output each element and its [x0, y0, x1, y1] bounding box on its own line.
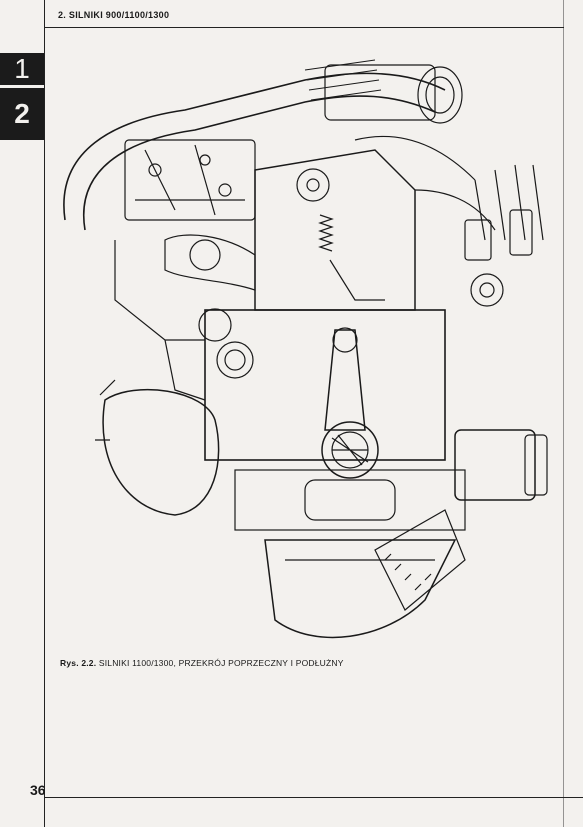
- figure-caption-ref: Rys. 2.2.: [60, 658, 97, 668]
- footer-rule: [44, 797, 583, 798]
- chapter-tab-1: 1: [0, 53, 44, 85]
- running-header: 2. SILNIKI 900/1100/1300: [58, 10, 170, 20]
- page-number: 36: [30, 782, 46, 798]
- page-edge-line: [563, 0, 564, 827]
- tab-separator: [0, 85, 44, 88]
- figure-caption: Rys. 2.2. SILNIKI 1100/1300, PRZEKRÓJ PO…: [60, 658, 344, 668]
- engine-cross-section-drawing: [63, 59, 548, 639]
- header-rule: [44, 27, 564, 28]
- chapter-tab-2: 2: [0, 88, 44, 140]
- figure-caption-text: SILNIKI 1100/1300, PRZEKRÓJ POPRZECZNY I…: [98, 658, 344, 668]
- margin-rule-vertical: [44, 0, 45, 827]
